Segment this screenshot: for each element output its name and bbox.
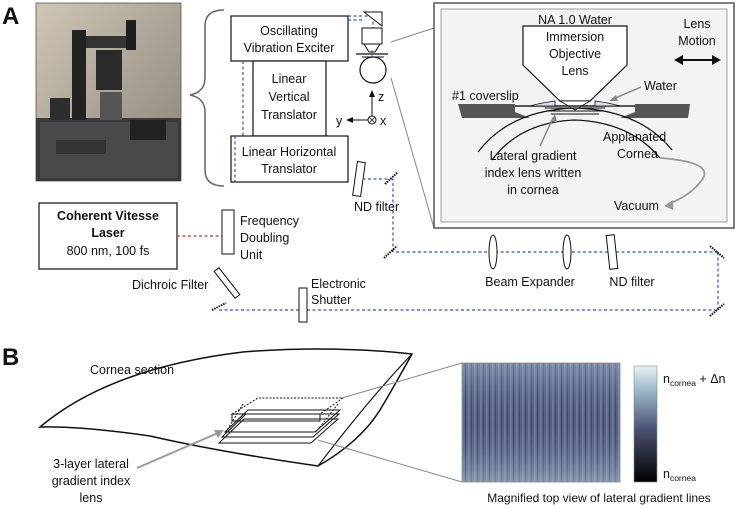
objective-label-2: Immersion xyxy=(546,30,604,44)
oscillating-label-1: Oscillating xyxy=(260,24,318,38)
laser-box: Coherent Vitesse Laser 800 nm, 100 fs xyxy=(38,202,178,270)
cornea-label-1: Applanated xyxy=(603,130,666,144)
three-layer-label-2: gradient index xyxy=(52,474,131,488)
mirror-right-top xyxy=(709,245,725,259)
axis-z: z xyxy=(378,90,384,104)
three-layer-label-3: lens xyxy=(80,491,103,505)
lateral-label-3: in cornea xyxy=(507,183,558,197)
vertical-label-1: Linear xyxy=(272,72,307,86)
arrow-right-icon xyxy=(712,55,721,65)
horizontal-label-1: Linear Horizontal xyxy=(242,145,337,159)
coverslip-label: #1 coverslip xyxy=(452,89,519,103)
cornea-section: Cornea section xyxy=(37,348,414,467)
vertical-label-3: Translator xyxy=(261,108,317,122)
frequency-label-1: Frequency xyxy=(240,214,300,228)
oscillating-box: Oscillating Vibration Exciter xyxy=(230,15,349,62)
beam-expander: Beam Expander xyxy=(485,234,575,289)
laser-name-2: Laser xyxy=(91,226,124,240)
nd-filter-bottom: ND filter xyxy=(605,234,655,289)
nd-filter-top: ND filter xyxy=(352,161,399,214)
inset-connector-top xyxy=(390,27,435,43)
frequency-unit: Frequency Doubling Unit xyxy=(221,209,300,262)
objective-label-1: NA 1.0 Water xyxy=(538,13,612,27)
lens-motion-label-2: Motion xyxy=(678,34,716,48)
three-layer-label-1: 3-layer lateral xyxy=(53,457,129,471)
cornea-section-label: Cornea section xyxy=(90,363,174,377)
inset-panel: NA 1.0 Water Immersion Objective Lens Le… xyxy=(433,2,735,229)
nd-filter-bottom-label: ND filter xyxy=(609,275,654,289)
color-scale: ncornea + Δn ncornea xyxy=(633,365,726,483)
cornea-label-2: Cornea xyxy=(617,147,658,161)
mirror-top-right xyxy=(384,171,399,185)
oscillating-label-2: Vibration Exciter xyxy=(244,41,335,55)
brace xyxy=(189,9,225,187)
objective-label-4: Lens xyxy=(561,64,588,78)
water-label: Water xyxy=(644,79,677,93)
axis-indicator: z y x xyxy=(336,90,387,128)
mag-connector-top xyxy=(341,362,463,399)
dichroic-filter: Dichroic Filter xyxy=(132,267,241,299)
frequency-label-2: Doubling xyxy=(240,231,289,245)
vertical-box: Linear Vertical Translator xyxy=(252,60,327,137)
laser-spec: 800 nm, 100 fs xyxy=(67,244,150,258)
lateral-label-2: index lens written xyxy=(485,166,582,180)
lens-motion-label-1: Lens xyxy=(683,17,710,31)
eye-icon xyxy=(359,56,387,84)
panel-b-letter: B xyxy=(2,344,19,371)
electronic-shutter: Electronic Shutter xyxy=(298,277,366,323)
mag-connector-bottom xyxy=(317,439,463,483)
arrow-left-icon xyxy=(674,55,683,65)
mirror-right-bottom xyxy=(709,303,725,317)
inset-connector-bottom xyxy=(390,77,435,229)
objective-assembly xyxy=(356,11,388,84)
lateral-label-1: Lateral gradient xyxy=(490,149,577,163)
objective-label-3: Objective xyxy=(549,47,601,61)
three-layer-label: 3-layer lateral gradient index lens xyxy=(52,430,224,505)
setup-photo xyxy=(35,2,182,182)
magnified-view xyxy=(461,362,621,483)
horizontal-box: Linear Horizontal Translator xyxy=(230,135,349,183)
beam-expander-label: Beam Expander xyxy=(485,275,575,289)
panel-a-letter: A xyxy=(2,3,19,30)
scale-bottom-label: ncornea xyxy=(663,467,696,483)
magnified-caption: Magnified top view of lateral gradient l… xyxy=(487,491,710,505)
laser-name-1: Coherent Vitesse xyxy=(57,209,159,223)
shutter-label-2: Shutter xyxy=(311,293,351,307)
axis-y: y xyxy=(336,114,343,128)
vacuum-label: Vacuum xyxy=(614,199,659,213)
shutter-label-1: Electronic xyxy=(311,277,366,291)
scale-top-label: ncornea + Δn xyxy=(663,372,726,388)
axis-x: x xyxy=(380,114,387,128)
mirror-bottom-left xyxy=(211,302,227,311)
vertical-label-2: Vertical xyxy=(269,90,310,104)
mirror-middle xyxy=(383,245,398,259)
horizontal-label-2: Translator xyxy=(261,162,317,176)
nd-filter-top-label: ND filter xyxy=(354,200,399,214)
frequency-label-3: Unit xyxy=(240,248,263,262)
dichroic-label: Dichroic Filter xyxy=(132,278,208,292)
